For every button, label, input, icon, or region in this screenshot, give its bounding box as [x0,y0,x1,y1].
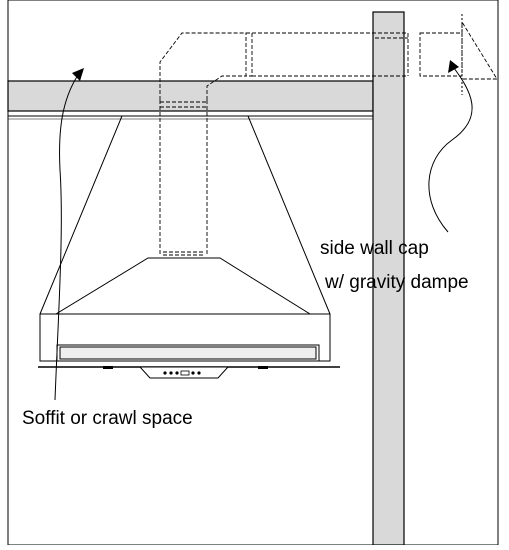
side-wall [372,11,405,546]
ceiling-beam [7,80,374,112]
label-gravity-damper: w/ gravity dampe [324,272,469,293]
vertical-duct [159,100,208,256]
hood-canopy [39,115,331,362]
label-soffit: Soffit or crawl space [22,408,193,429]
hood-base [38,344,340,368]
control-panel [138,366,230,379]
light-right [258,366,268,369]
duct-elbow [159,32,246,100]
label-side-wall-cap: side wall cap [320,238,429,259]
light-left [103,366,113,369]
wall-cap-arrow [428,60,473,233]
wall-cap [419,20,498,80]
horizontal-duct [245,32,409,77]
soffit-arrow [54,68,84,401]
